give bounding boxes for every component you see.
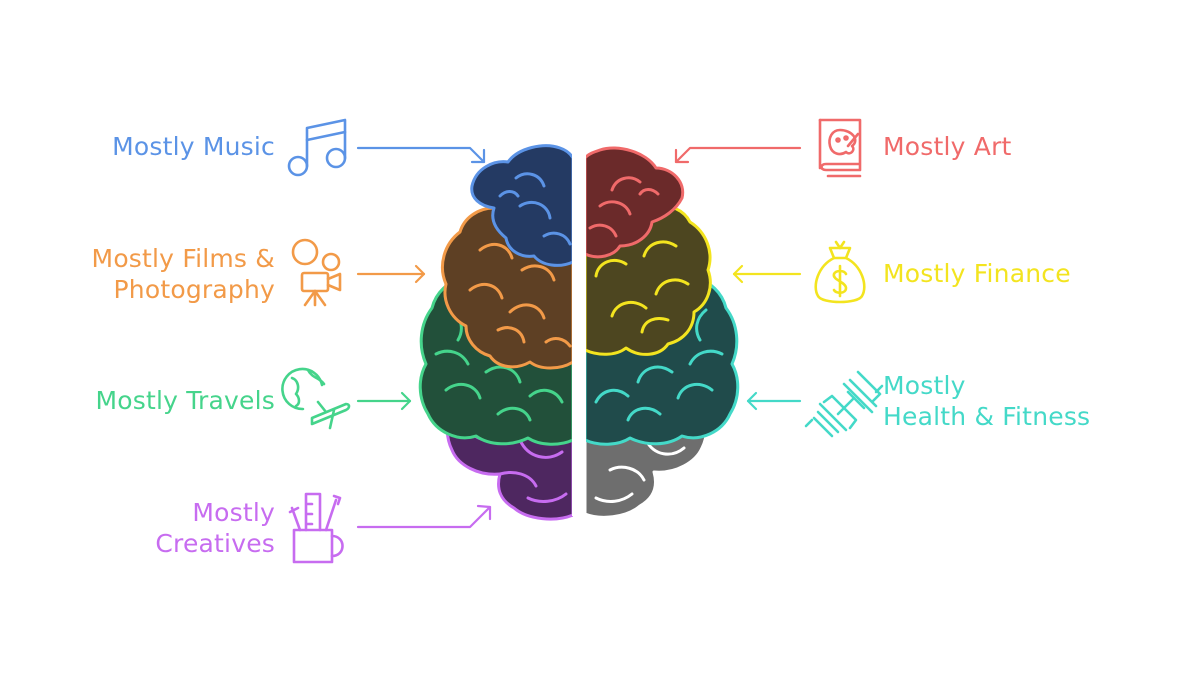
label-films: Mostly Films & Photography (92, 243, 275, 305)
money-bag-icon (814, 240, 866, 304)
label-health-line-1: Mostly (883, 371, 966, 400)
label-art: Mostly Art (883, 131, 1012, 162)
label-creatives: Mostly Creatives (155, 497, 275, 559)
left-hemisphere (418, 144, 574, 521)
arrow-health (746, 391, 802, 411)
label-films-line-2: Photography (113, 275, 275, 304)
label-music: Mostly Music (112, 131, 275, 162)
arrow-creatives (356, 504, 492, 529)
film-camera-icon (291, 238, 342, 307)
label-music-line-1: Mostly Music (112, 132, 275, 161)
label-health-line-2: Health & Fitness (883, 402, 1091, 431)
label-films-line-1: Mostly Films & (91, 244, 275, 273)
label-finance: Mostly Finance (883, 258, 1071, 289)
art-book-icon (818, 118, 862, 178)
globe-plane-icon (281, 367, 351, 430)
dumbbell-icon (804, 370, 884, 438)
label-finance-line-1: Mostly Finance (883, 259, 1071, 288)
label-creatives-line-1: Mostly (192, 498, 275, 527)
label-creatives-line-2: Creatives (155, 529, 275, 558)
arrow-films (356, 264, 426, 284)
label-travels: Mostly Travels (95, 385, 275, 416)
arrow-travels (356, 391, 412, 411)
arrow-finance (732, 264, 802, 284)
music-note-icon (287, 118, 347, 177)
arrow-art (674, 146, 802, 164)
label-art-line-1: Mostly Art (883, 132, 1012, 161)
arrow-music (356, 146, 486, 164)
pencil-cup-icon (288, 492, 344, 564)
region-art (585, 146, 685, 259)
right-hemisphere (584, 146, 740, 519)
region-music (470, 144, 573, 267)
label-health: Mostly Health & Fitness (883, 370, 1090, 432)
label-travels-line-1: Mostly Travels (95, 386, 275, 415)
